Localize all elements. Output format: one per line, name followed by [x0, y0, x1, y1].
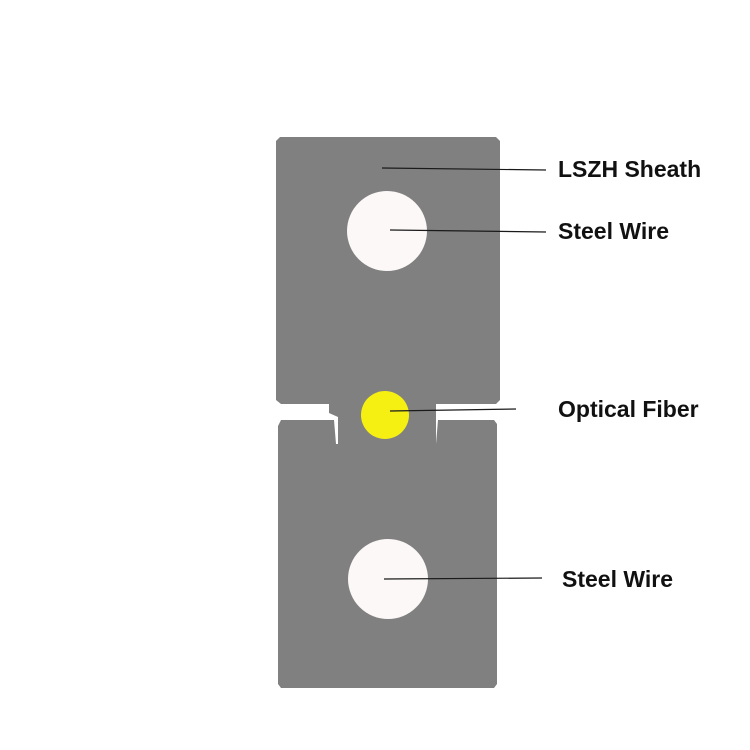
leader-line-steel-wire-bottom	[383, 577, 543, 580]
leader-line-sheath	[381, 167, 547, 171]
label-lszh-sheath: LSZH Sheath	[558, 156, 701, 182]
optical-fiber	[361, 391, 409, 439]
sheath-upper	[276, 137, 500, 417]
label-optical-fiber: Optical Fiber	[558, 396, 699, 422]
label-steel-wire-top: Steel Wire	[558, 218, 669, 244]
leader-line-optical-fiber	[389, 408, 517, 412]
leader-line-steel-wire-top	[389, 229, 547, 233]
steel-wire-top	[347, 191, 427, 271]
label-steel-wire-bottom: Steel Wire	[562, 566, 673, 592]
